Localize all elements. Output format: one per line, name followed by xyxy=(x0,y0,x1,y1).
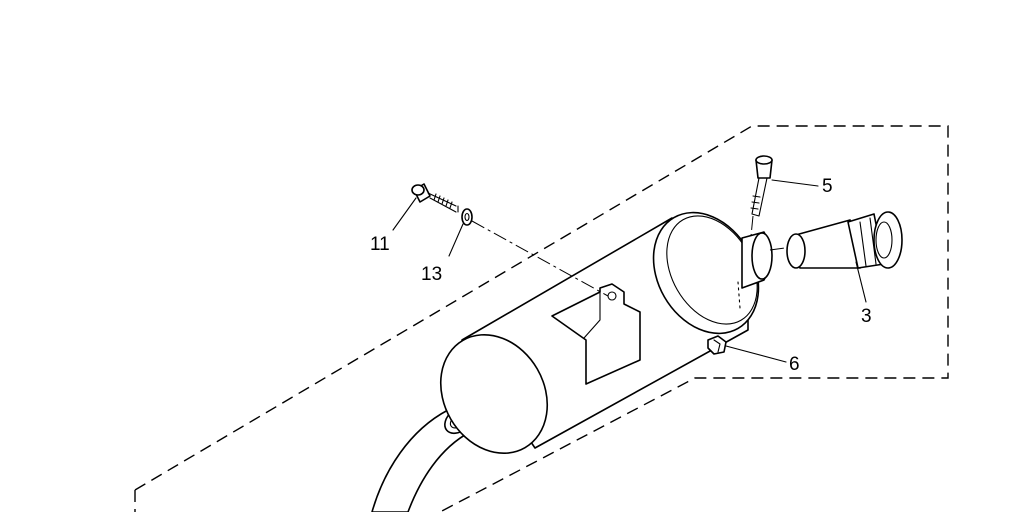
leader-line-11 xyxy=(392,197,417,231)
washer-part xyxy=(461,208,473,226)
muffler-outlet-stub xyxy=(741,231,773,289)
alignment-line-top-bolt xyxy=(750,215,754,237)
top-bolt-part xyxy=(750,155,773,217)
leader-line-13 xyxy=(448,223,464,257)
leader-line-5 xyxy=(771,179,819,187)
assembly-boundary-outline xyxy=(134,125,949,512)
leader-line-6 xyxy=(725,345,787,363)
callout-11: 11 xyxy=(370,234,390,255)
callout-3: 3 xyxy=(861,306,872,327)
callout-5: 5 xyxy=(822,176,833,197)
callout-13: 13 xyxy=(421,264,442,285)
alignment-line-bolt xyxy=(471,220,609,297)
outlet-pipe-part xyxy=(786,211,903,269)
nut-part xyxy=(707,335,727,355)
callout-6: 6 xyxy=(789,354,800,375)
leader-line-3 xyxy=(855,261,867,303)
long-bolt-part xyxy=(411,183,459,213)
muffler-mounting-bracket xyxy=(551,283,641,385)
